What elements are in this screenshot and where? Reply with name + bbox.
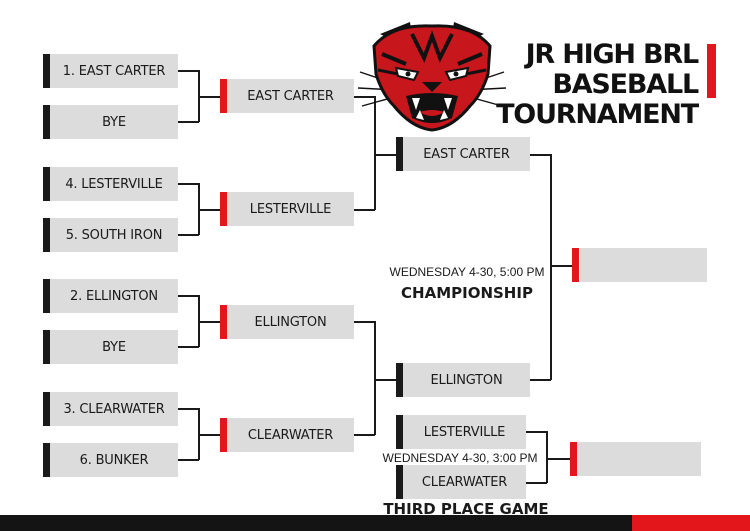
team-name: BYE [102,339,126,355]
connector [198,209,220,211]
third-place-label: THIRD PLACE GAME [383,500,549,518]
winner-marker [220,192,227,226]
champion-marker [572,248,579,282]
team-name: LESTERVILLE [423,424,506,440]
connector [546,458,570,460]
connector [178,183,199,185]
footer-accent-bar [632,515,750,531]
seed-marker [43,54,50,88]
team-name: EAST CARTER [247,88,334,104]
connector [178,234,199,236]
team-name: 5. SOUTH IRON [65,227,163,243]
championship-label: CHAMPIONSHIP [401,284,533,302]
connector [178,459,199,461]
semifinal-marker [396,137,403,171]
connector [526,482,547,484]
team-name: EAST CARTER [423,146,510,162]
r1-slot-lesterville[interactable]: 4. LESTERVILLE [50,167,178,201]
footer-bar [0,515,632,531]
third-place-date: WEDNESDAY 4-30, 3:00 PM [380,451,540,465]
r1-slot-east-carter[interactable]: 1. EAST CARTER [50,54,178,88]
r1-slot-bunker[interactable]: 6. BUNKER [50,443,178,477]
connector [178,121,199,123]
tournament-title: JR HIGH BRL BASEBALL TOURNAMENT [468,39,700,130]
title-line: JR HIGH BRL [525,39,700,70]
connector [178,70,199,72]
third-place-marker [396,465,403,499]
semi-slot-east-carter[interactable]: EAST CARTER [403,137,530,171]
connector [178,346,199,348]
connector [354,321,375,323]
team-name: ELLINGTON [430,372,503,388]
seed-marker [43,105,50,139]
team-name: CLEARWATER [421,474,508,490]
connector [178,295,199,297]
connector [374,379,396,381]
connector [374,96,376,210]
seed-marker [43,392,50,426]
r1-slot-clearwater[interactable]: 3. CLEARWATER [50,392,178,426]
team-name: 1. EAST CARTER [62,63,166,79]
connector [530,154,551,156]
connector [198,96,220,98]
connector [550,154,552,380]
team-name: BYE [102,114,126,130]
seed-marker [43,279,50,313]
championship-date: WEDNESDAY 4-30, 5:00 PM [389,265,545,279]
seed-marker [43,330,50,364]
seed-marker [43,443,50,477]
wildcat-mascot-icon [357,22,507,132]
third-place-winner-slot[interactable] [577,442,701,476]
r2-slot-clearwater[interactable]: CLEARWATER [227,418,354,452]
connector [374,154,396,156]
third-slot-lesterville[interactable]: LESTERVILLE [403,415,526,449]
title-line: TOURNAMENT [496,99,699,130]
connector [550,265,572,267]
connector [374,321,376,435]
team-name: CLEARWATER [247,427,334,443]
connector [354,96,375,98]
connector [198,434,220,436]
title-accent-bar [707,44,716,98]
r1-slot-ellington[interactable]: 2. ELLINGTON [50,279,178,313]
connector [546,431,548,483]
r2-slot-ellington[interactable]: ELLINGTON [227,305,354,339]
champion-slot[interactable] [580,248,707,282]
connector [526,431,547,433]
team-name: LESTERVILLE [249,201,332,217]
team-name: 3. CLEARWATER [63,401,165,417]
semifinal-marker [396,363,403,397]
team-name: 4. LESTERVILLE [65,176,163,192]
title-line: BASEBALL [552,69,699,100]
seed-marker [43,218,50,252]
third-slot-clearwater[interactable]: CLEARWATER [403,465,526,499]
winner-marker [220,305,227,339]
r1-slot-bye[interactable]: BYE [50,105,178,139]
r2-slot-east-carter[interactable]: EAST CARTER [227,79,354,113]
connector [178,408,199,410]
winner-marker [220,79,227,113]
connector [354,209,375,211]
winner-marker [220,418,227,452]
r1-slot-bye-2[interactable]: BYE [50,330,178,364]
team-name: 2. ELLINGTON [70,288,158,304]
team-name: 6. BUNKER [79,452,149,468]
seed-marker [43,167,50,201]
connector [354,434,375,436]
r2-slot-lesterville[interactable]: LESTERVILLE [227,192,354,226]
connector [198,321,220,323]
third-place-winner-marker [570,442,577,476]
connector [530,379,551,381]
team-name: ELLINGTON [254,314,327,330]
semi-slot-ellington[interactable]: ELLINGTON [403,363,530,397]
third-place-marker [396,415,403,449]
r1-slot-south-iron[interactable]: 5. SOUTH IRON [50,218,178,252]
